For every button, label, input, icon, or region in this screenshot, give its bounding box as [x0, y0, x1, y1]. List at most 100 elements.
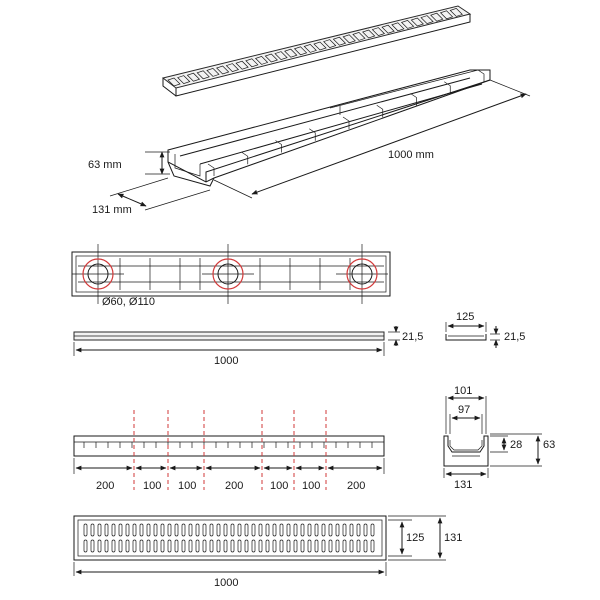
outlet-diameter-label: Ø60, Ø110: [102, 296, 155, 308]
channel-rib: [444, 81, 451, 94]
plan-slot-bottom: [90, 539, 95, 553]
plan-slot-bottom: [104, 539, 109, 553]
plan-slot-bottom: [321, 539, 326, 553]
plan-slot-top: [286, 523, 291, 537]
grate-slot: [449, 7, 463, 17]
plan-slot-bottom: [188, 539, 193, 553]
plan-slot-top: [251, 523, 256, 537]
plan-slot-top: [118, 523, 123, 537]
plan-slot-bottom: [118, 539, 123, 553]
outlet-ring-inner: [351, 263, 373, 285]
channel-section-view: 101 97 28 63 131: [443, 385, 555, 491]
plan-slot-top: [90, 523, 95, 537]
outlet-plan-cells: [78, 258, 384, 290]
plan-slot-top: [244, 523, 249, 537]
section-bottom-width-label: 131: [454, 479, 472, 491]
grate-slot: [293, 46, 308, 56]
plan-slot-top: [321, 523, 326, 537]
segment-label: 100: [270, 480, 288, 492]
grate-slot: [439, 10, 454, 20]
plan-slot-bottom: [181, 539, 186, 553]
grate-slot: [400, 19, 415, 29]
grate-slot: [391, 22, 405, 32]
plan-slot-bottom: [202, 539, 207, 553]
outlet-ring-outer: [346, 258, 378, 290]
plan-slot-top: [181, 523, 186, 537]
plan-slot-top: [195, 523, 200, 537]
plan-slot-bottom: [97, 539, 102, 553]
plan-slot-top: [139, 523, 144, 537]
plan-slot-top: [132, 523, 137, 537]
segment-dimensions: 200 100 100 200 100 100 200: [73, 458, 385, 492]
plan-length-label: 1000: [214, 577, 238, 589]
plan-slot-top: [216, 523, 221, 537]
iso-length-label: 1000 mm: [388, 149, 434, 161]
plan-slot-bottom: [139, 539, 144, 553]
plan-slot-bottom: [307, 539, 312, 553]
plan-slot-bottom: [258, 539, 263, 553]
plan-slot-bottom: [167, 539, 172, 553]
plan-slot-top: [265, 523, 270, 537]
channel-side-view: 200 100 100 200 100 100 200: [73, 410, 385, 492]
grate-slot: [381, 24, 395, 34]
grate-slot: [371, 27, 386, 37]
outlet-ring-inner: [87, 263, 109, 285]
plan-slot-bottom: [342, 539, 347, 553]
plan-slot-bottom: [279, 539, 284, 553]
plan-slot-top: [356, 523, 361, 537]
grate-slot: [352, 31, 366, 41]
grate-slot: [245, 58, 259, 68]
plan-slot-bottom: [251, 539, 256, 553]
channel-rib: [241, 151, 249, 165]
section-height-label: 63: [543, 439, 555, 451]
plan-slot-top: [272, 523, 277, 537]
grate-slot: [186, 72, 201, 82]
plan-slot-top: [174, 523, 179, 537]
grate-slot: [216, 65, 230, 75]
grate-slot: [303, 43, 317, 53]
iso-grate: [161, 5, 472, 97]
plan-slot-top: [97, 523, 102, 537]
segment-markers: [133, 410, 327, 490]
grate-slot: [323, 39, 337, 49]
plan-slot-bottom: [293, 539, 298, 553]
section-outer-top-label: 101: [454, 385, 472, 397]
plan-slot-top: [160, 523, 165, 537]
plan-slot-top: [328, 523, 333, 537]
plan-slot-bottom: [146, 539, 151, 553]
outlet-ring-inner: [217, 263, 239, 285]
plan-slot-top: [202, 523, 207, 537]
plan-slot-top: [223, 523, 228, 537]
plan-slot-bottom: [272, 539, 277, 553]
plan-slot-bottom: [286, 539, 291, 553]
grate-slot: [177, 75, 191, 85]
plan-slot-top: [293, 523, 298, 537]
segment-label: 200: [96, 480, 114, 492]
isometric-view: 63 mm 131 mm 1000 mm: [88, 5, 531, 216]
plan-slot-top: [209, 523, 214, 537]
segment-label: 100: [143, 480, 161, 492]
plan-slot-top: [146, 523, 151, 537]
plan-slot-top: [167, 523, 172, 537]
grate-slot: [196, 70, 210, 80]
plan-channel-width-label: 131: [444, 532, 462, 544]
segment-label: 100: [178, 480, 196, 492]
plan-slot-bottom: [216, 539, 221, 553]
plan-slot-bottom: [132, 539, 137, 553]
grate-slot: [313, 41, 327, 51]
plan-slot-top: [188, 523, 193, 537]
outlet-ring-outer: [82, 258, 114, 290]
plan-slot-top: [370, 523, 375, 537]
channel-rib: [477, 69, 485, 82]
iso-width-label: 131 mm: [92, 204, 132, 216]
plan-slot-bottom: [174, 539, 179, 553]
plan-slot-top: [111, 523, 116, 537]
grate-slot: [284, 48, 298, 58]
grate-slot: [362, 29, 376, 39]
plan-slot-top: [104, 523, 109, 537]
outlet-plan-view: Ø60, Ø110: [71, 244, 391, 308]
plan-slot-bottom: [223, 539, 228, 553]
plan-slot-bottom: [237, 539, 242, 553]
plan-slot-bottom: [335, 539, 340, 553]
plan-slot-top: [342, 523, 347, 537]
